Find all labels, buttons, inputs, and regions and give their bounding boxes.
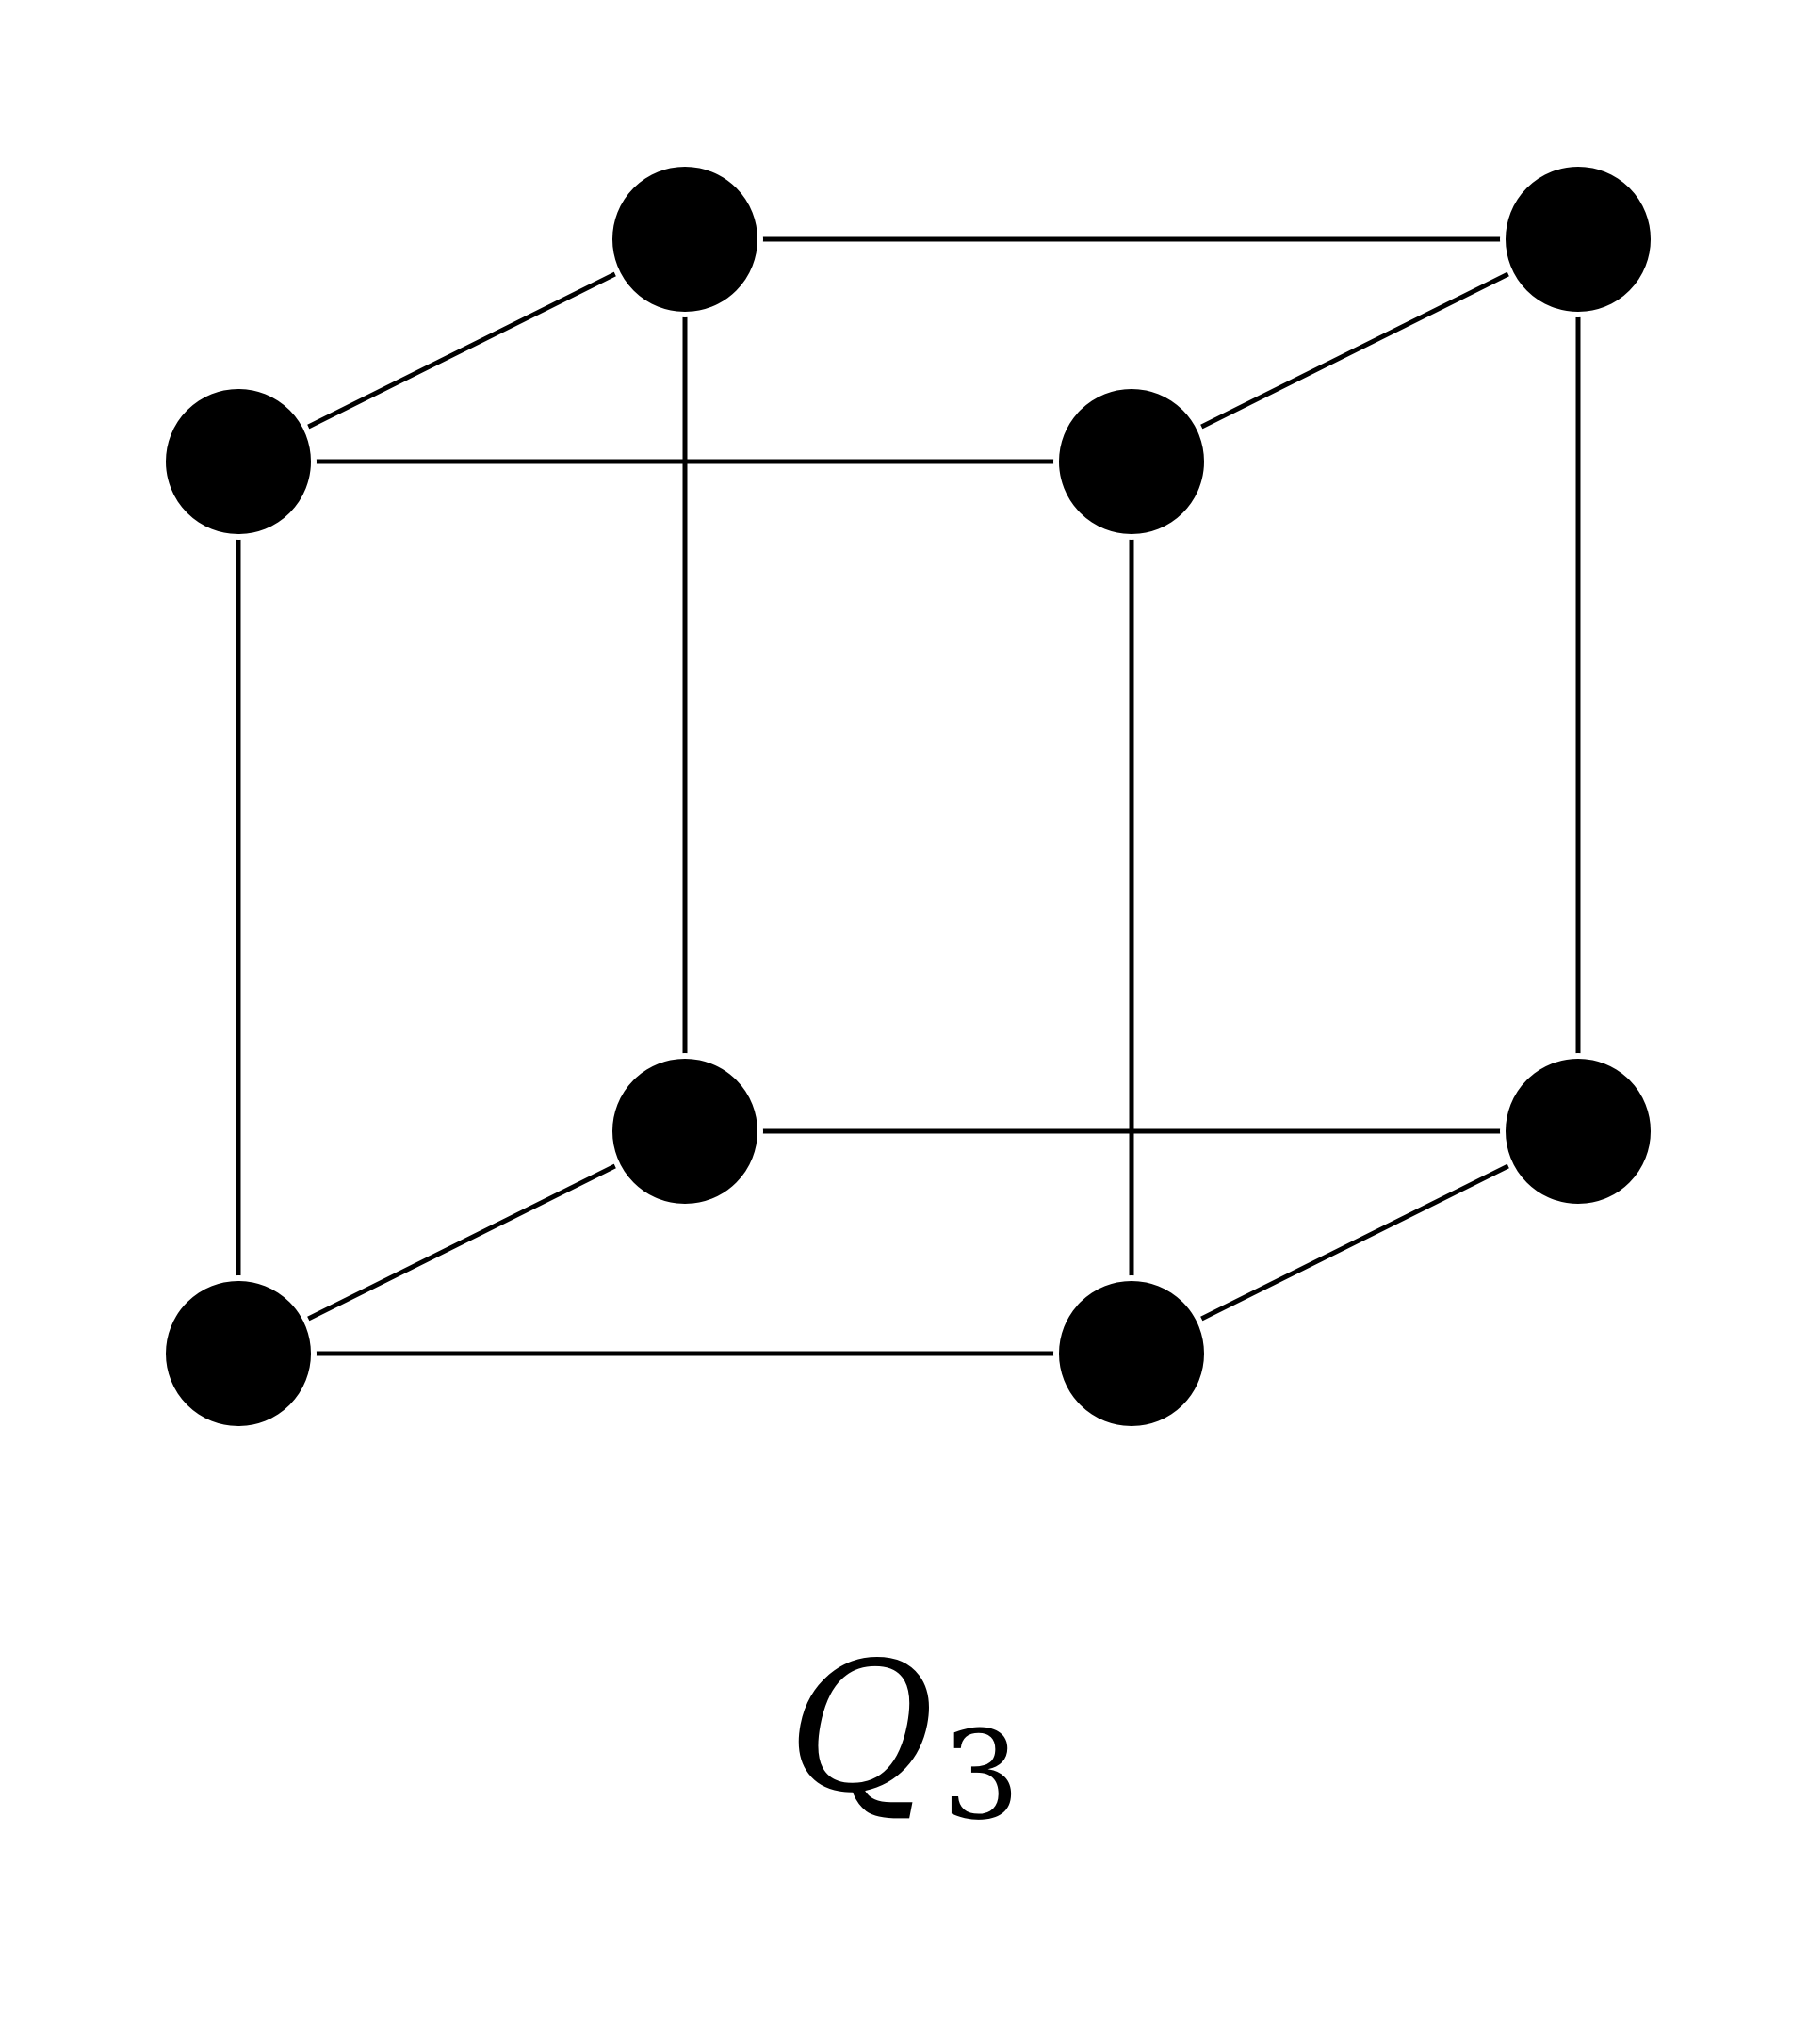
edge-front-bottom-right-to-back-bottom-right — [1130, 1128, 1580, 1356]
node-front-bottom-right — [1053, 1275, 1210, 1432]
node-back-bottom-right — [1500, 1053, 1656, 1209]
edge-layer — [236, 236, 1581, 1356]
caption-subscript: 3 — [942, 1704, 1020, 1847]
edge-front-top-left-to-back-top-left — [236, 236, 687, 464]
graph-caption: Q3 — [0, 1639, 1808, 1838]
node-back-top-right — [1500, 161, 1656, 317]
node-layer — [160, 161, 1656, 1432]
node-front-top-left — [160, 383, 317, 540]
node-back-bottom-left — [607, 1053, 763, 1209]
node-back-top-left — [607, 161, 763, 317]
node-front-top-right — [1053, 383, 1210, 540]
edge-front-bottom-left-to-back-bottom-left — [236, 1128, 687, 1356]
node-front-bottom-left — [160, 1275, 317, 1432]
edge-front-top-right-to-back-top-right — [1130, 236, 1580, 464]
caption-symbol: Q — [788, 1624, 936, 1832]
